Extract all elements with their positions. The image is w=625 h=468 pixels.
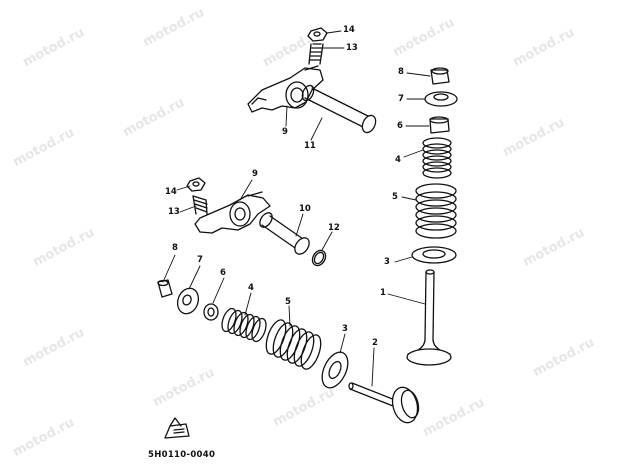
inner-spring-upper [422, 137, 452, 179]
adjuster-nut-lower [186, 177, 206, 192]
adjuster-screw-lower [192, 195, 208, 215]
spring-retainer-upper [424, 91, 458, 107]
stem-seal-upper [429, 116, 450, 134]
rocker-shaft-lower [259, 212, 310, 255]
callout-14-upper: 14 [343, 25, 355, 35]
callout-9-lower: 9 [252, 169, 258, 179]
callout-7-lower: 7 [197, 255, 203, 265]
o-ring [311, 249, 327, 267]
callout-13-lower: 13 [168, 207, 180, 217]
callout-6-upper: 6 [397, 121, 403, 131]
callout-6-lower: 6 [220, 268, 226, 278]
rocker-shaft-upper [301, 84, 377, 134]
valve-1 [406, 269, 452, 366]
callout-13-upper: 13 [346, 43, 358, 53]
callout-4-lower: 4 [248, 283, 254, 293]
rocker-arm-lower [194, 191, 271, 234]
leader-lines [162, 30, 431, 387]
outer-spring-lower [265, 319, 322, 370]
rocker-arm-upper [247, 65, 324, 113]
inner-spring-lower [221, 307, 267, 343]
stem-seal-lower [203, 303, 219, 321]
front-arrow-icon [164, 417, 190, 439]
outer-spring-upper [415, 183, 457, 239]
callout-9-upper: 9 [282, 127, 288, 137]
collet-lower [157, 279, 173, 298]
callout-7-upper: 7 [398, 94, 404, 104]
callout-2: 2 [372, 338, 378, 348]
spring-retainer-lower [176, 287, 200, 315]
callout-12: 12 [328, 223, 340, 233]
diagram-code: 5H0110-0040 [148, 450, 216, 460]
spring-seat-upper [411, 246, 457, 264]
callout-14-lower: 14 [165, 187, 177, 197]
callout-8-upper: 8 [398, 67, 404, 77]
spring-seat-lower [321, 351, 349, 389]
callout-8-lower: 8 [172, 243, 178, 253]
callout-1: 1 [380, 288, 386, 298]
adjuster-screw-upper [308, 43, 324, 65]
callout-3-upper: 3 [384, 257, 390, 267]
adjuster-nut-upper [307, 27, 328, 42]
callout-10: 10 [299, 204, 311, 214]
collet-upper [430, 67, 450, 85]
callout-5-upper: 5 [392, 192, 398, 202]
valve-2 [348, 382, 420, 424]
callout-11: 11 [304, 141, 316, 151]
callout-3-lower: 3 [342, 324, 348, 334]
callout-4-upper: 4 [395, 155, 401, 165]
callout-5-lower: 5 [285, 297, 291, 307]
